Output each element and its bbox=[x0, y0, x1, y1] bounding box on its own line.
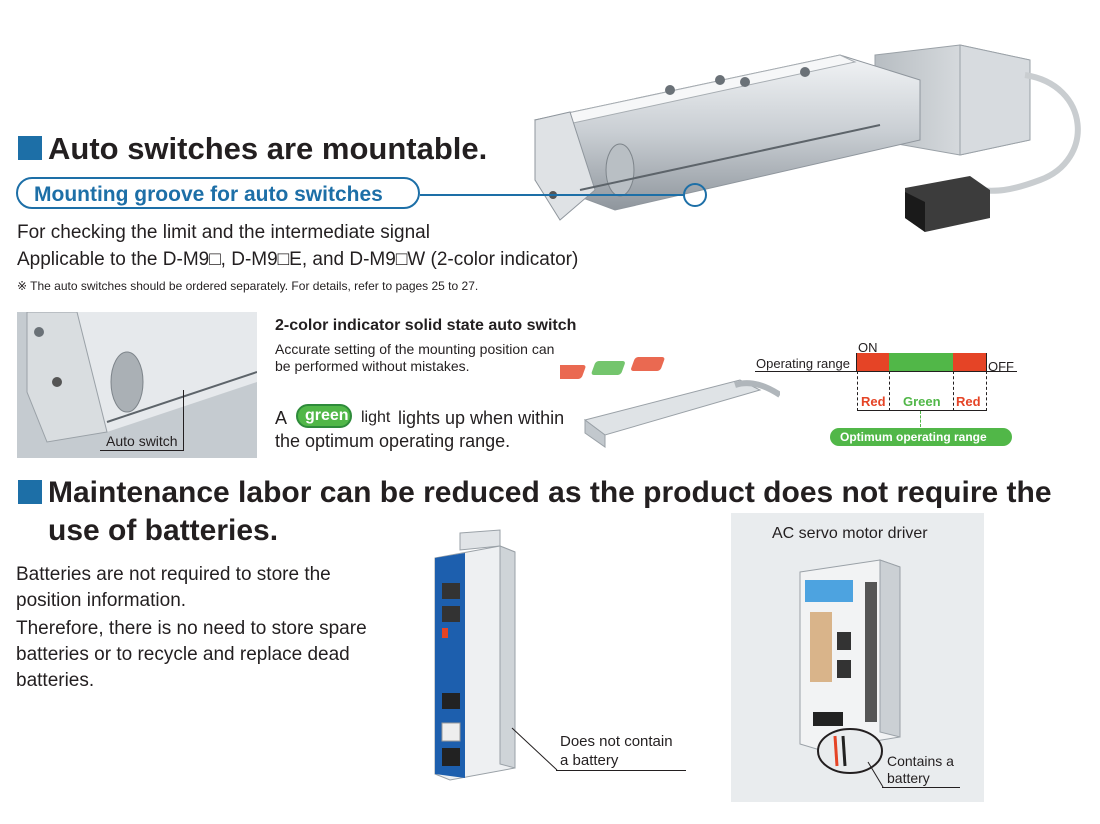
range-bottom-line bbox=[857, 410, 986, 411]
controller-underline bbox=[556, 770, 686, 771]
controller-illustration bbox=[434, 529, 516, 781]
indicator-light: light bbox=[361, 409, 391, 426]
section2-p5: batteries. bbox=[16, 670, 95, 691]
indicator-title: 2-color indicator solid state auto switc… bbox=[275, 317, 577, 334]
servo-label1: Contains a bbox=[887, 753, 954, 769]
green-label: Green bbox=[903, 394, 941, 409]
servo-title: AC servo motor driver bbox=[772, 525, 928, 542]
auto-switch-photo-graphic bbox=[17, 311, 258, 458]
controller-leader bbox=[511, 727, 558, 771]
indicator-rest1: lights up when within bbox=[398, 408, 565, 428]
green-badge-text: green bbox=[305, 407, 349, 424]
green-zone bbox=[889, 353, 953, 371]
section1-line2: Applicable to the D-M9□, D-M9□E, and D-M… bbox=[17, 249, 579, 270]
red-label-left: Red bbox=[861, 394, 886, 409]
range-dashes bbox=[857, 371, 858, 411]
off-label: OFF bbox=[988, 359, 1014, 374]
actuator-illustration bbox=[533, 44, 1081, 232]
servo-illustration bbox=[799, 559, 901, 751]
auto-switch-leader bbox=[183, 390, 184, 451]
red-zone-left bbox=[857, 353, 889, 371]
operating-range-label: Operating range bbox=[756, 356, 850, 371]
servo-underline bbox=[882, 787, 960, 788]
range-dashes-2 bbox=[889, 371, 890, 411]
range-dashes-3 bbox=[953, 371, 954, 411]
indicator-a: A bbox=[275, 408, 288, 428]
section1-note: ※ The auto switches should be ordered se… bbox=[17, 279, 479, 293]
switch-sensor-illustration bbox=[560, 357, 780, 448]
on-step-left bbox=[856, 353, 857, 371]
section2-p4: batteries or to recycle and replace dead bbox=[16, 644, 350, 665]
operating-range-baseline bbox=[755, 371, 1017, 372]
mounting-groove-tag: Mounting groove for auto switches bbox=[16, 177, 420, 209]
optimum-arrow bbox=[920, 411, 921, 427]
servo-label2: battery bbox=[887, 770, 930, 786]
section2-marker bbox=[18, 480, 42, 504]
controller-label2: a battery bbox=[560, 752, 619, 769]
optimum-badge: Optimum operating range bbox=[830, 428, 1012, 446]
auto-switch-photo bbox=[17, 311, 258, 458]
battery-highlight bbox=[817, 728, 883, 774]
red-label-right: Red bbox=[956, 394, 981, 409]
section2-p3: Therefore, there is no need to store spa… bbox=[16, 618, 367, 639]
section1-heading: Auto switches are mountable. bbox=[48, 131, 488, 166]
section2-p1: Batteries are not required to store the bbox=[16, 564, 331, 585]
green-badge: green bbox=[296, 404, 352, 428]
on-label: ON bbox=[858, 340, 878, 355]
section-marker bbox=[18, 136, 42, 160]
section2-p2: position information. bbox=[16, 590, 187, 611]
mounting-groove-tag-text: Mounting groove for auto switches bbox=[34, 183, 383, 206]
controller-label1: Does not contain bbox=[560, 733, 673, 750]
auto-switch-label: Auto switch bbox=[106, 433, 178, 449]
section1-line1: For checking the limit and the intermedi… bbox=[17, 222, 430, 243]
pointer-line bbox=[420, 194, 684, 196]
optimum-badge-text: Optimum operating range bbox=[840, 430, 987, 444]
range-dashes-4 bbox=[986, 371, 987, 411]
indicator-desc2: be performed without mistakes. bbox=[275, 358, 470, 374]
section2-heading-line1: Maintenance labor can be reduced as the … bbox=[48, 476, 1052, 509]
servo-leader bbox=[867, 761, 884, 788]
section2-heading-line2: use of batteries. bbox=[48, 514, 279, 547]
indicator-desc1: Accurate setting of the mounting positio… bbox=[275, 341, 555, 357]
on-step-right bbox=[986, 353, 987, 371]
auto-switch-underline bbox=[100, 450, 184, 451]
red-zone-right bbox=[953, 353, 986, 371]
indicator-rest2: the optimum operating range. bbox=[275, 431, 511, 451]
